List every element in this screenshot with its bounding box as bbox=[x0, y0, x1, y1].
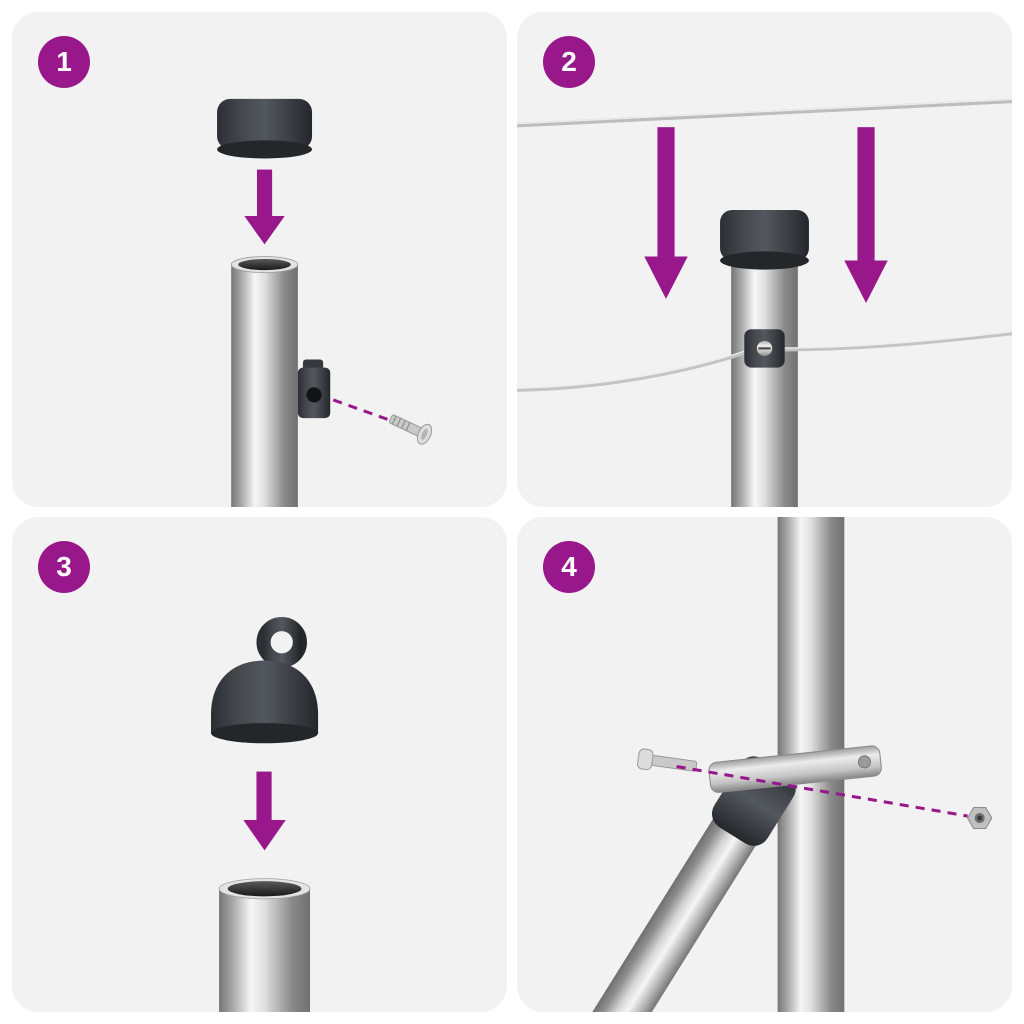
step-2-illustration bbox=[517, 98, 1012, 507]
step-2-badge: 2 bbox=[543, 36, 595, 88]
pole-icon bbox=[230, 256, 299, 507]
step-4-illustration bbox=[556, 517, 993, 1012]
step-3-illustration bbox=[211, 617, 319, 1012]
upper-wire-icon bbox=[517, 98, 1012, 128]
arrow-down-right-icon bbox=[844, 127, 888, 303]
clamp-block-icon bbox=[297, 359, 331, 419]
arrow-down-icon bbox=[243, 771, 286, 851]
step-3-panel: 3 bbox=[12, 517, 507, 1012]
step-4-number: 4 bbox=[561, 551, 577, 582]
post-cap-icon bbox=[217, 98, 313, 159]
step-4-badge: 4 bbox=[543, 541, 595, 593]
diagonal-brace-icon bbox=[556, 756, 796, 1012]
dashed-guide-line bbox=[332, 398, 402, 426]
lower-wire-icon bbox=[517, 331, 1012, 392]
step-3-number: 3 bbox=[56, 551, 72, 582]
screw-icon bbox=[388, 414, 433, 445]
open-pole-icon bbox=[218, 878, 311, 1012]
step-2-number: 2 bbox=[561, 46, 577, 77]
clamp-band-icon bbox=[708, 745, 882, 793]
post-cap-icon bbox=[720, 210, 809, 270]
step-1-illustration bbox=[217, 98, 433, 507]
step-3-badge: 3 bbox=[38, 541, 90, 593]
arrow-down-left-icon bbox=[644, 127, 688, 299]
arrow-down-icon bbox=[244, 169, 285, 245]
step-2-panel: 2 bbox=[517, 12, 1012, 507]
step-1-badge: 1 bbox=[38, 36, 90, 88]
step-1-panel: 1 bbox=[12, 12, 507, 507]
pole-icon bbox=[731, 260, 798, 507]
nut-icon bbox=[966, 807, 993, 830]
step-4-panel: 4 bbox=[517, 517, 1012, 1012]
bolt-icon bbox=[637, 748, 698, 772]
dashed-guide-line bbox=[676, 765, 968, 818]
wire-clamp-icon bbox=[744, 329, 785, 368]
eyelet-cap-icon bbox=[211, 617, 319, 744]
step-1-number: 1 bbox=[56, 46, 72, 77]
